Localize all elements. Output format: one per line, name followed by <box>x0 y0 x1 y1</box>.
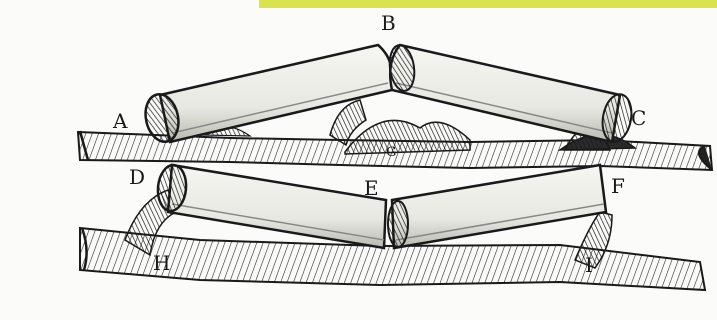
label-b: B <box>381 11 396 35</box>
label-a: A <box>112 109 128 133</box>
label-e: E <box>364 176 379 200</box>
label-f: F <box>611 174 625 198</box>
label-c: C <box>631 106 646 130</box>
label-g: G <box>386 145 396 160</box>
lower-right-log <box>388 165 606 248</box>
label-d: D <box>129 165 145 189</box>
label-h: H <box>153 251 170 275</box>
lower-left-log <box>156 164 386 248</box>
label-i: I <box>585 253 593 277</box>
